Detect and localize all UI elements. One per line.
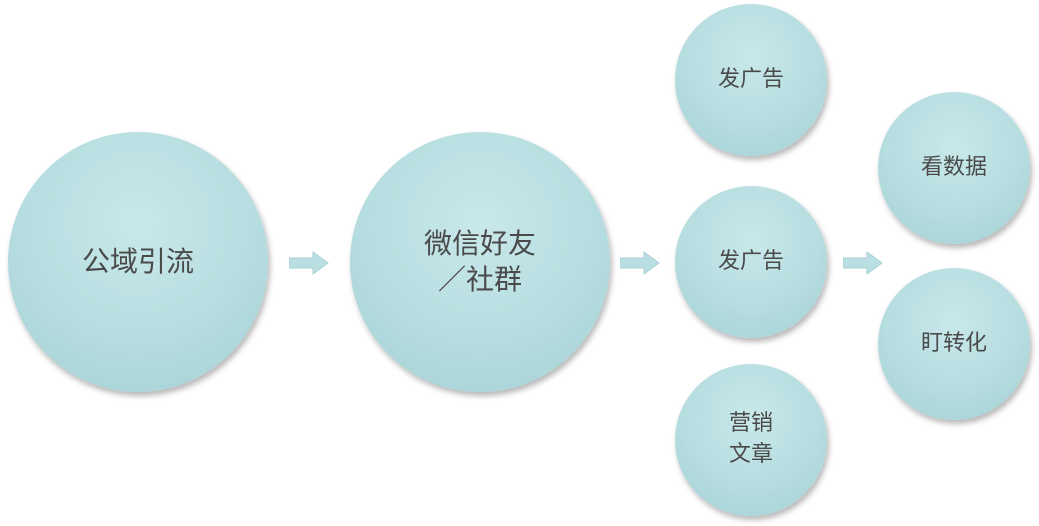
- node-label: 发广告: [717, 248, 784, 274]
- node-label: 盯转化: [920, 330, 987, 356]
- arrow-right-icon: [843, 251, 883, 275]
- node-marketing-articles: 营销 文章: [675, 364, 827, 516]
- arrow-right-icon: [620, 251, 660, 275]
- node-label: 公域引流: [81, 244, 194, 278]
- node-post-ads-top: 发广告: [675, 4, 827, 156]
- node-watch-conversion: 盯转化: [878, 268, 1030, 420]
- node-label: 微信好友 ／社群: [423, 226, 536, 296]
- node-label: 发广告: [717, 66, 784, 92]
- node-label: 营销 文章: [728, 411, 773, 467]
- node-public-traffic: 公域引流: [8, 132, 268, 392]
- arrow-right-icon: [289, 251, 329, 275]
- node-view-data: 看数据: [878, 92, 1030, 244]
- node-wechat-friends-groups: 微信好友 ／社群: [350, 132, 610, 392]
- node-label: 看数据: [920, 154, 987, 180]
- node-post-ads-middle: 发广告: [675, 186, 827, 338]
